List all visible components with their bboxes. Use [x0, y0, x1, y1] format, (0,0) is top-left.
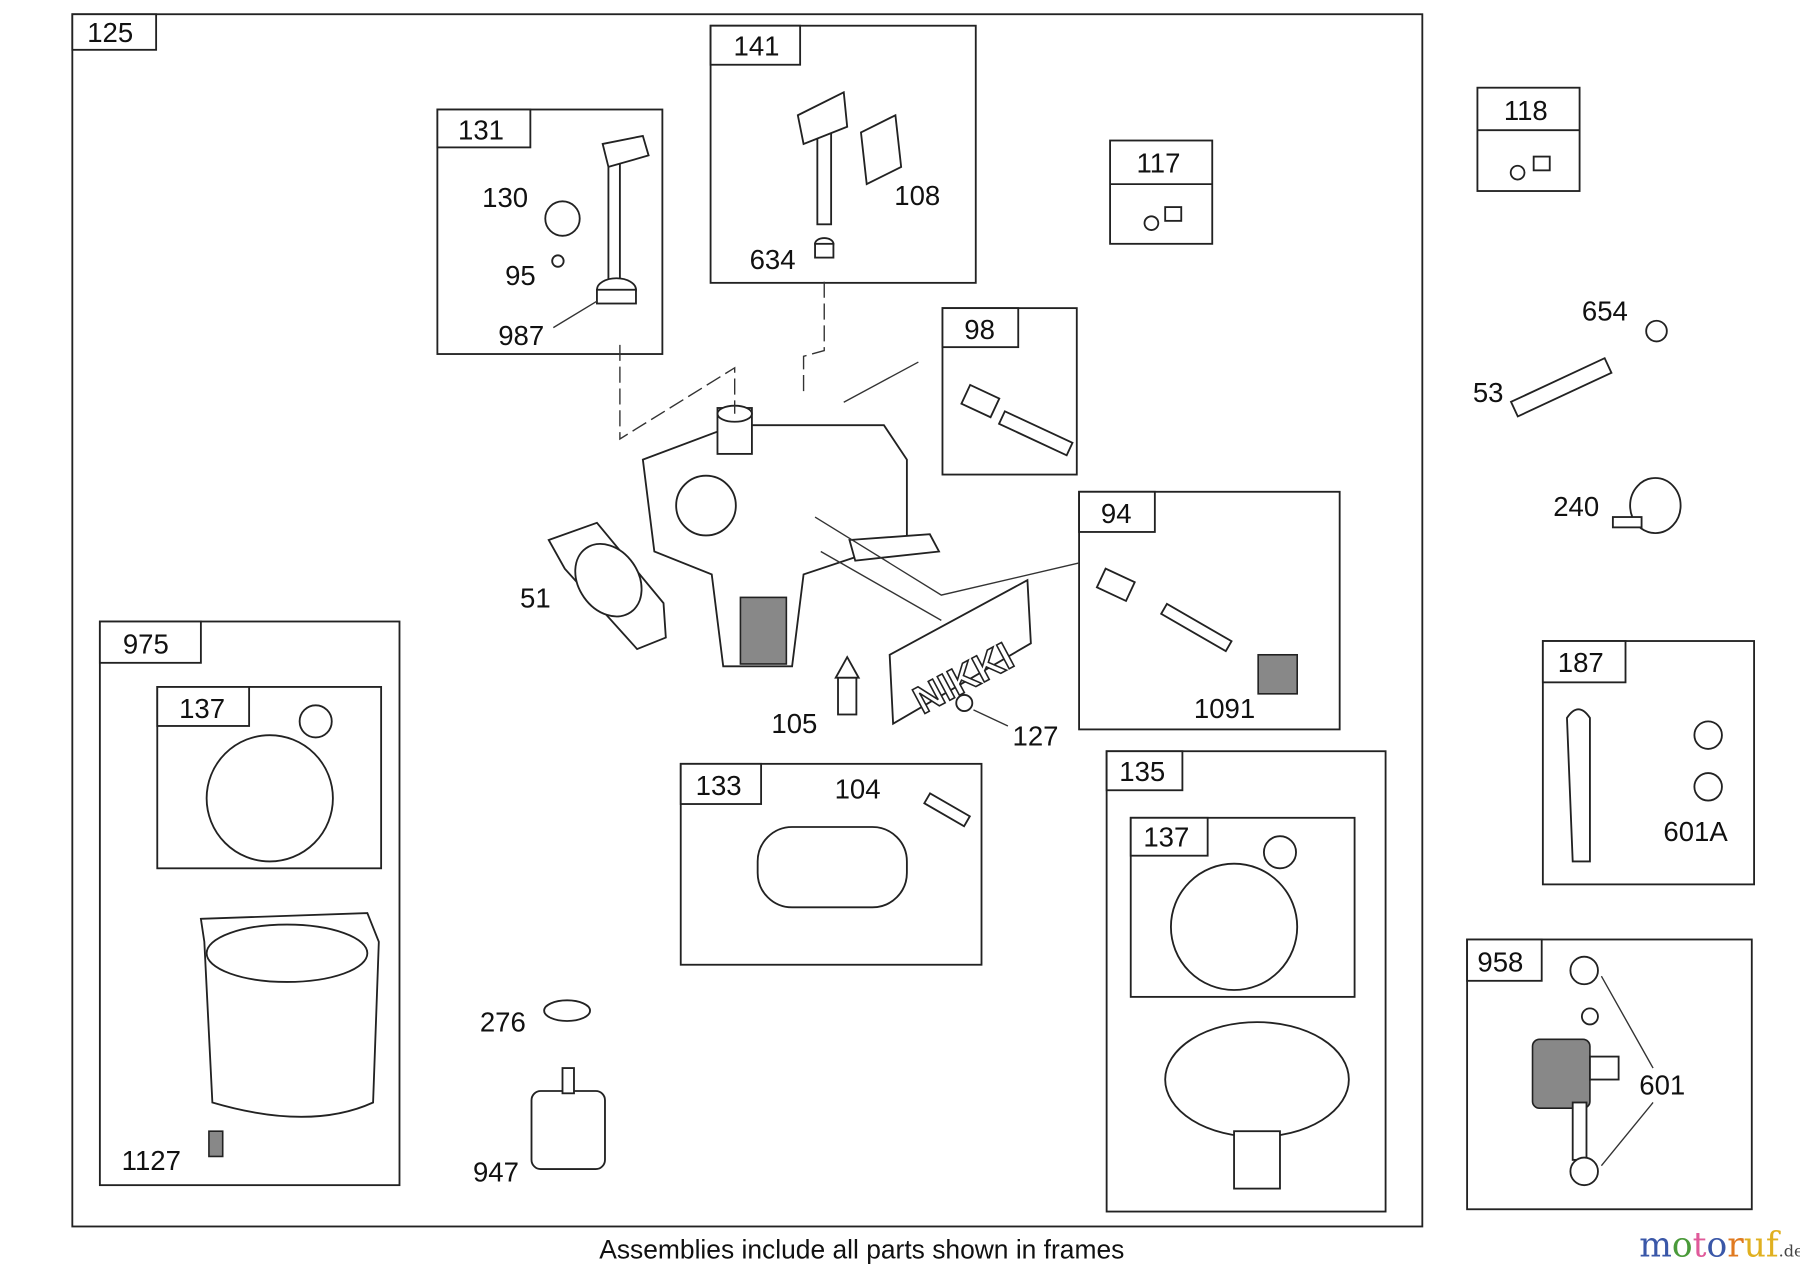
callout-104: 104 — [835, 773, 881, 804]
callout-601a: 601A — [1663, 816, 1728, 847]
bowl-975 — [199, 912, 380, 1158]
screw-118 — [1509, 155, 1551, 181]
callout-987: 987 — [498, 320, 544, 351]
frame-label: 118 — [1504, 95, 1548, 126]
fitting-53 — [1509, 356, 1613, 418]
watermark-letter: o — [1672, 1225, 1693, 1265]
gasket-137-right — [1170, 835, 1299, 991]
solenoid-947 — [530, 999, 606, 1170]
frame-141: 141 — [709, 24, 977, 284]
float-133 — [756, 792, 972, 909]
frame-label: 975 — [123, 629, 169, 660]
frame-label: 137 — [179, 693, 225, 724]
frame-135: 135 — [1105, 750, 1387, 1213]
frame-label: 125 — [87, 17, 133, 48]
leader-line — [820, 550, 942, 621]
plate-135 — [1164, 1021, 1350, 1190]
callout-108: 108 — [894, 180, 940, 211]
watermark-letter: f — [1766, 1225, 1781, 1265]
watermark-suffix: .de — [1779, 1241, 1800, 1260]
caption: Assemblies include all parts shown in fr… — [599, 1235, 1124, 1265]
frame-975: 975 — [98, 620, 401, 1187]
leader-line — [843, 361, 919, 403]
callout-51: 51 — [520, 583, 551, 614]
leader-line — [814, 516, 1080, 596]
filter-240 — [1611, 477, 1682, 535]
watermark-logo: motoruf.de — [1639, 1225, 1800, 1265]
frame-label: 137 — [1143, 822, 1189, 853]
frame-133: 133 — [679, 762, 983, 966]
frame-label: 133 — [696, 770, 742, 801]
frame-label: 958 — [1477, 947, 1523, 978]
frame-125: 125 — [71, 13, 1424, 1228]
frame-94: 94 — [1078, 490, 1341, 731]
callout-276: 276 — [480, 1006, 526, 1037]
watermark-text: motoruf.de — [1639, 1225, 1800, 1265]
frame-117: 117 — [1109, 139, 1214, 245]
needle-105 — [834, 655, 861, 716]
needle-94 — [1095, 567, 1298, 695]
frame-98: 98 — [941, 307, 1078, 476]
nut-654 — [1645, 319, 1668, 343]
screw-117 — [1143, 206, 1183, 231]
watermark-letter: r — [1727, 1225, 1744, 1265]
frame-137-right: 137 — [1129, 816, 1356, 998]
choke-shaft-131 — [544, 134, 650, 305]
callout-654: 654 — [1582, 296, 1628, 327]
watermark-letter: t — [1693, 1225, 1707, 1265]
callout-947: 947 — [473, 1157, 519, 1188]
callout-95: 95 — [505, 260, 536, 291]
callout-1127: 1127 — [122, 1145, 181, 1176]
gasket-137-left — [205, 704, 334, 863]
frame-label: 117 — [1136, 148, 1180, 179]
callout-1091: 1091 — [1194, 693, 1255, 724]
callout-127: 127 — [1013, 720, 1059, 751]
callout-130: 130 — [482, 182, 528, 213]
frame-label: 94 — [1101, 498, 1132, 529]
frame-958: 958 — [1466, 938, 1753, 1211]
watermark-letter: m — [1639, 1225, 1672, 1265]
leader-line — [802, 281, 825, 397]
gasket-51 — [547, 521, 667, 651]
washer-127 — [955, 694, 974, 712]
frame-label: 187 — [1558, 647, 1604, 678]
frame-118: 118 — [1476, 86, 1581, 192]
frame-131: 131 — [436, 108, 664, 355]
leader-line — [552, 300, 598, 329]
frame-label: 98 — [964, 314, 995, 345]
callout-634: 634 — [750, 244, 796, 275]
spring-screw-98 — [960, 383, 1074, 457]
callout-240: 240 — [1553, 491, 1599, 522]
frame-187: 187 — [1541, 640, 1756, 886]
leader-line — [619, 344, 736, 441]
callout-53: 53 — [1473, 377, 1504, 408]
leader-line — [973, 709, 1009, 727]
carburetor-body — [641, 404, 941, 668]
throttle-shaft-141 — [796, 90, 903, 259]
frame-137-left: 137 — [156, 686, 383, 870]
frame-label: 141 — [734, 31, 780, 62]
callout-601: 601 — [1639, 1069, 1685, 1100]
fuel-valve-958 — [1531, 955, 1654, 1187]
watermark-letter: u — [1744, 1225, 1766, 1265]
callout-105: 105 — [771, 708, 817, 739]
watermark-letter: o — [1707, 1225, 1728, 1265]
hose-187 — [1566, 708, 1723, 863]
frame-label: 131 — [458, 114, 504, 145]
frame-label: 135 — [1119, 756, 1165, 787]
